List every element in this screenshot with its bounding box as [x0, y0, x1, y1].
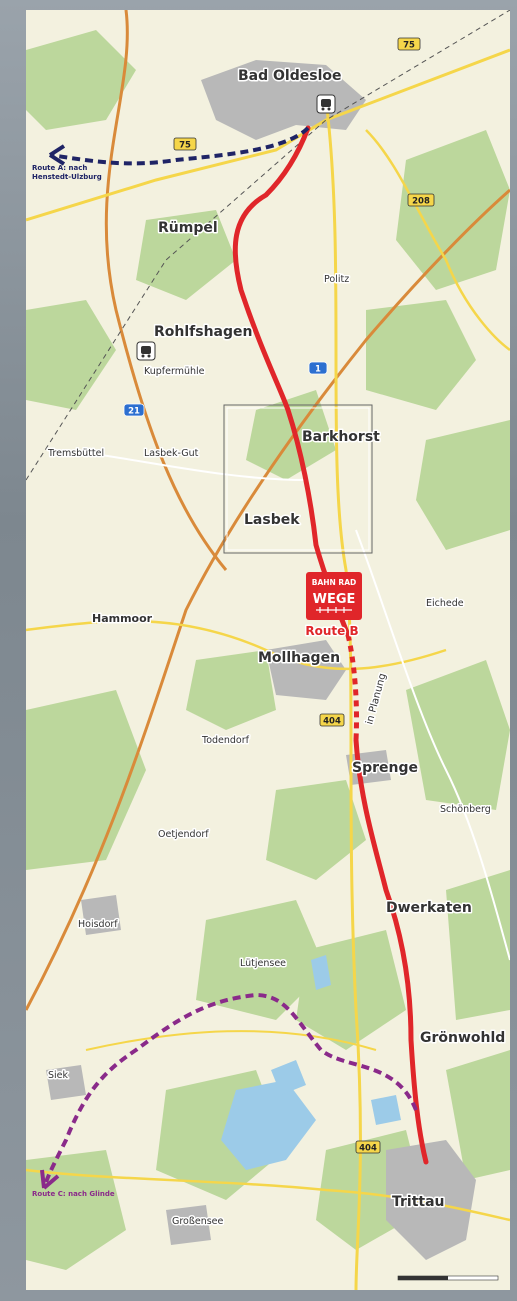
route-a-label: Route A: nach	[32, 164, 87, 172]
town-label-tremsbuettel: Tremsbüttel	[47, 448, 104, 459]
road-label: 208	[412, 197, 430, 207]
road-shield-a1: 1	[308, 361, 328, 375]
town-label-hammoor: Hammoor	[92, 612, 153, 625]
town-label-lasbek-gut: Lasbek-Gut	[144, 448, 199, 459]
route-c-line[interactable]	[42, 992, 418, 1189]
road-label: 21	[128, 407, 140, 417]
town-label-trittau: Trittau	[392, 1194, 445, 1210]
town-label-todendorf: Todendorf	[201, 735, 250, 746]
route-b-north[interactable]	[232, 125, 351, 638]
lakes	[221, 955, 401, 1170]
town-label-politz: Politz	[324, 274, 349, 285]
town-label-barkhorst: Barkhorst	[302, 429, 380, 445]
train-station-icon[interactable]	[316, 94, 336, 114]
map-canvas: 75 75 208 1 21 404 404 BAHN RAD WEGE Rou…	[26, 10, 510, 1290]
route-b-planned[interactable]	[345, 634, 360, 741]
route-a-arrowhead	[48, 144, 66, 166]
road-shield-b404: 404	[355, 1140, 381, 1154]
town-label-rohlfshagen: Rohlfshagen	[154, 324, 253, 340]
route-map[interactable]: 75 75 208 1 21 404 404 BAHN RAD WEGE Rou…	[26, 10, 510, 1290]
town-label-schoenberg: Schönberg	[440, 804, 491, 815]
road-shield-a21: 21	[123, 403, 145, 417]
route-c-label: Route C: nach Glinde	[32, 1190, 115, 1198]
route-b-south[interactable]	[353, 737, 429, 1165]
route-c-arrowhead	[40, 1169, 60, 1190]
town-label-grossensee: Großensee	[172, 1216, 224, 1227]
road-shield-b75: 75	[173, 137, 197, 151]
detail-area-frame	[223, 404, 373, 554]
scale-bar	[397, 1275, 499, 1281]
forest-areas	[26, 30, 510, 1270]
route-a-line[interactable]	[49, 126, 310, 166]
town-label-oetjendorf: Oetjendorf	[158, 829, 209, 840]
train-station-icon[interactable]	[136, 341, 156, 361]
road-label: 404	[323, 717, 341, 727]
town-label-dwerkaten: Dwerkaten	[386, 900, 472, 916]
detail-area-frame-inner	[226, 407, 370, 551]
road-label: 1	[315, 365, 321, 375]
town-label-luetjensee: Lütjensee	[240, 958, 286, 969]
town-label-ruempel: Rümpel	[158, 220, 218, 236]
road-shield-b208: 208	[407, 193, 435, 207]
town-label-sprenge: Sprenge	[352, 760, 418, 776]
road-shield-b75: 75	[397, 37, 421, 51]
road-label: 75	[179, 141, 191, 151]
road-shield-b404: 404	[319, 713, 345, 727]
route-b-label: Route B	[305, 624, 358, 638]
town-labels: Bad Oldesloe Rümpel Politz Rohlfshagen K…	[46, 67, 507, 1229]
town-label-eichede: Eichede	[426, 598, 464, 609]
road-label: 404	[359, 1144, 377, 1154]
town-label-groenwohld: Grönwohld	[420, 1030, 505, 1046]
logo-line1: BAHN RAD	[312, 578, 357, 587]
town-label-mollhagen: Mollhagen	[258, 650, 340, 666]
town-label-lasbek: Lasbek	[244, 512, 300, 528]
town-label-kupfermuehle: Kupfermühle	[144, 366, 205, 377]
in-planung-label: in Planung	[364, 672, 388, 726]
roads	[26, 10, 510, 1290]
route-a-destination: Henstedt-Ulzburg	[32, 173, 102, 181]
road-label: 75	[403, 41, 415, 51]
town-label-siek: Siek	[48, 1070, 69, 1081]
settlements	[46, 60, 476, 1260]
town-label-hoisdorf: Hoisdorf	[78, 919, 118, 930]
town-label-bad-oldesloe: Bad Oldesloe	[238, 68, 341, 84]
bahnradwege-logo[interactable]: BAHN RAD WEGE	[306, 572, 362, 620]
logo-line2: WEGE	[313, 592, 356, 607]
